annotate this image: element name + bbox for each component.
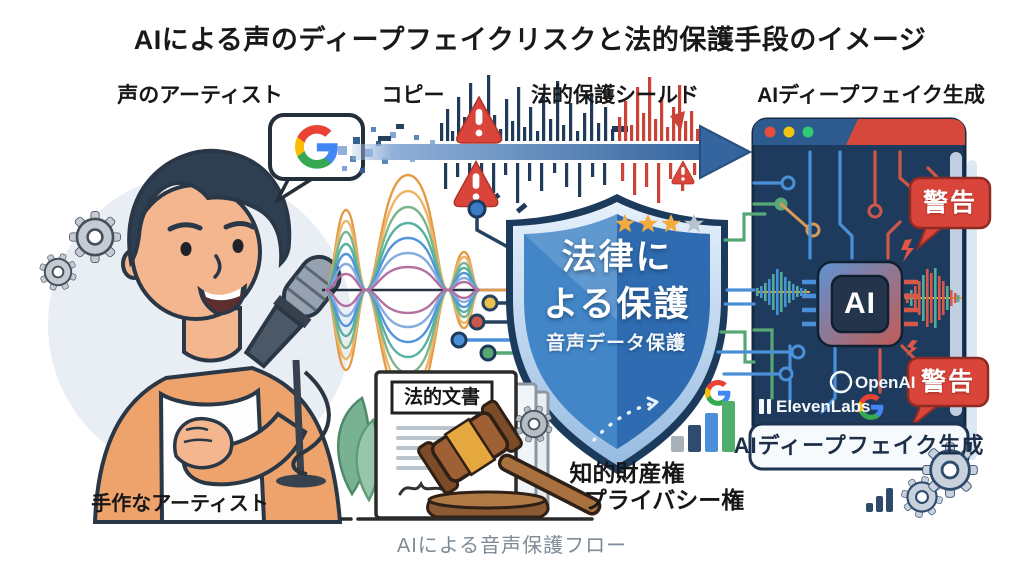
dotted-flow-line	[592, 401, 656, 442]
rights-line2: プライバシー権	[583, 487, 745, 513]
label-handmade-artist: 手作なアーティスト	[91, 493, 269, 515]
label-copy: コピー	[381, 84, 445, 107]
gavel-icon	[340, 399, 602, 521]
openai-label: OpenAI	[855, 373, 916, 392]
label-voice-artist: 声のアーティスト	[117, 84, 283, 107]
panel-footer-label: AIディープフェイク生成	[733, 433, 985, 458]
ai-chip-label: AI	[844, 287, 876, 320]
flow-caption: AIによる音声保護フロー	[396, 535, 628, 557]
input-waveform	[756, 269, 810, 315]
voice-waveform	[322, 173, 506, 407]
warning-icon	[671, 160, 695, 185]
hand	[173, 416, 234, 470]
microphone-icon	[243, 254, 342, 488]
ai-deepfake-panel	[716, 117, 992, 471]
hair	[127, 148, 292, 269]
mic-cable	[291, 370, 331, 476]
ai-chip	[802, 260, 918, 348]
legal-doc-label: 法的文書	[403, 387, 481, 408]
eye	[180, 242, 192, 256]
openai-logo-icon	[829, 370, 853, 394]
arrow-head	[699, 124, 753, 180]
label-legal-shield: 法的保護シールド	[531, 84, 699, 107]
speech-bubble	[268, 113, 365, 203]
warning-badge-top: 警告	[922, 189, 978, 217]
growth-bar-chart	[671, 401, 735, 452]
legal-protection-shield	[506, 194, 728, 474]
elevenlabs-mark-icon	[759, 399, 771, 415]
warning-badge-bottom-shape	[906, 356, 990, 427]
eye	[232, 239, 244, 253]
bar-chart-icon	[866, 488, 893, 512]
elevenlabs-label: ElevenLabs	[776, 397, 871, 416]
arrow-shaft	[352, 144, 702, 160]
shield-subtitle: 音声データ保護	[545, 333, 687, 354]
nose	[213, 254, 222, 279]
voice-artist-illustration	[23, 113, 365, 524]
panel-footer	[748, 422, 970, 471]
elevenlabs-logo: ElevenLabs	[759, 398, 871, 416]
window-dot-red	[764, 126, 776, 138]
signature	[398, 480, 443, 496]
eyebrows	[167, 221, 256, 232]
shield-title-line2: よる保護	[543, 285, 691, 324]
page-title: AIによる声のディープフェイクリスクと法的保護手段のイメージ	[133, 25, 927, 55]
window-dot-yellow	[783, 126, 795, 138]
label-ai-deepfake: AIディープフェイク生成	[757, 84, 985, 107]
copy-arrow	[338, 75, 753, 214]
warning-badge-top-shape	[908, 176, 992, 252]
document-label-box	[390, 380, 494, 415]
rights-line1: 知的財産権	[569, 460, 685, 486]
warning-badge-bottom: 警告	[920, 368, 976, 396]
shield-title-line1: 法律に	[561, 238, 673, 277]
window-dot-green	[802, 126, 814, 138]
